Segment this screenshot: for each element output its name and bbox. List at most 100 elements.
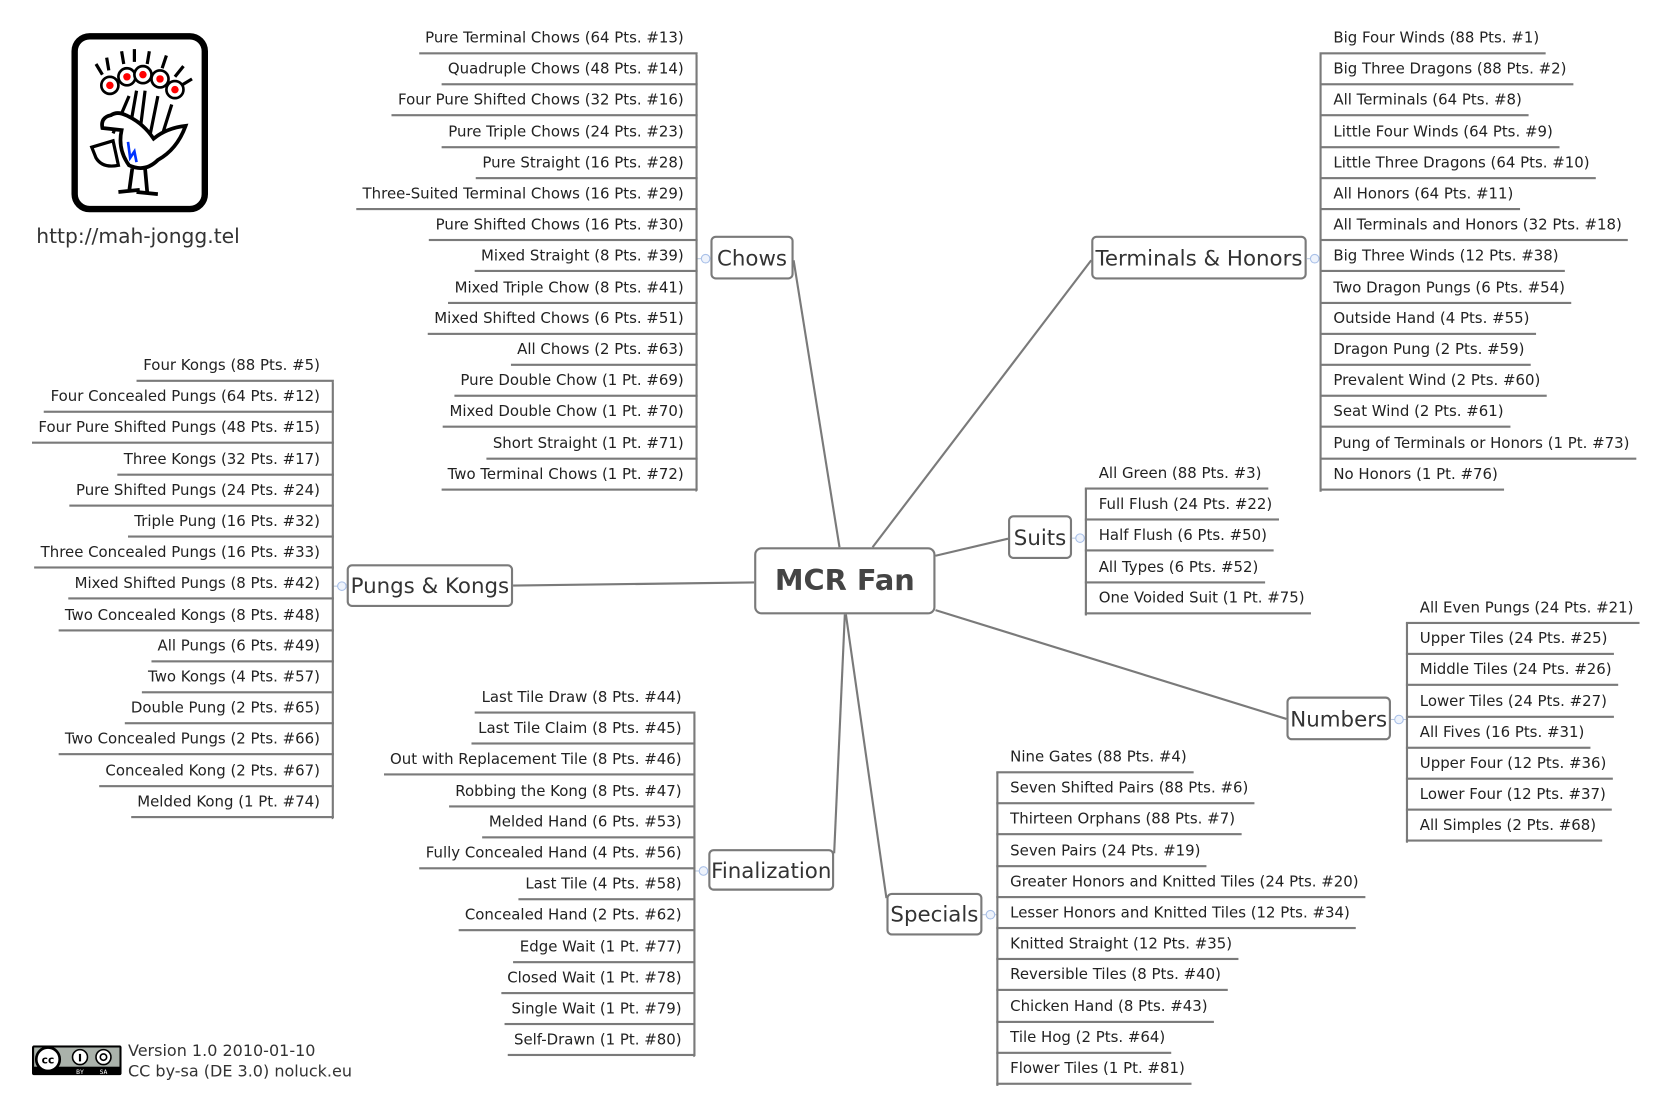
list-item[interactable]: Reversible Tiles (8 Pts. #40) [996,963,1228,992]
list-item[interactable]: Greater Honors and Knitted Tiles (24 Pts… [996,869,1365,898]
list-item[interactable]: Mixed Double Chow (1 Pt. #70) [443,399,698,429]
list-item[interactable]: Big Three Winds (12 Pts. #38) [1319,244,1566,273]
list-item[interactable]: Two Dragon Pungs (6 Pts. #54) [1319,275,1572,304]
list-item[interactable]: Two Kongs (4 Pts. #57) [141,665,334,694]
list-item[interactable]: Last Tile (4 Pts. #58) [518,872,696,901]
list-item[interactable]: Mixed Shifted Chows (6 Pts. #51) [427,306,698,335]
list-item[interactable]: Concealed Hand (2 Pts. #62) [458,903,696,932]
list-item[interactable]: Robbing the Kong (8 Pts. #47) [448,778,696,808]
list-item[interactable]: All Green (88 Pts. #3) [1084,461,1268,490]
list-item[interactable]: Middle Tiles (24 Pts. #26) [1405,658,1618,687]
list-item[interactable]: All Fives (16 Pts. #31) [1405,720,1591,749]
list-item[interactable]: Pure Terminal Chows (64 Pts. #13) [418,26,698,55]
list-item[interactable]: Last Tile Claim (8 Pts. #45) [471,716,696,745]
list-item[interactable]: Nine Gates (88 Pts. #4) [996,745,1194,774]
list-item[interactable]: Upper Tiles (24 Pts. #25) [1405,626,1614,656]
list-item[interactable]: Four Pure Shifted Chows (32 Pts. #16) [391,88,698,117]
list-item[interactable]: Two Concealed Kongs (8 Pts. #48) [58,602,334,632]
list-item[interactable]: All Even Pungs (24 Pts. #21) [1405,595,1640,625]
list-item[interactable]: Prevalent Wind (2 Pts. #60) [1319,368,1547,398]
license-info: Version 1.0 2010-01-10 CC by-sa (DE 3.0)… [128,1041,352,1082]
list-item[interactable]: Melded Kong (1 Pt. #74) [130,789,334,818]
branch-node-suits[interactable]: Suits [1008,515,1073,559]
list-item[interactable]: Pure Straight (16 Pts. #28) [476,150,698,179]
list-item[interactable]: Four Pure Shifted Pungs (48 Pts. #15) [32,415,334,445]
list-item[interactable]: Knitted Straight (12 Pts. #35) [996,931,1239,961]
website-link[interactable]: http://mah-jongg.tel [36,225,240,249]
branch-node-numbers[interactable]: Numbers [1286,696,1391,741]
list-item[interactable]: Melded Hand (6 Pts. #53) [482,809,696,839]
list-item[interactable]: Upper Four (12 Pts. #36) [1405,751,1613,780]
list-item[interactable]: Short Straight (1 Pt. #71) [486,431,698,460]
list-item[interactable]: Pure Double Chow (1 Pt. #69) [453,368,698,398]
list-item[interactable]: Little Three Dragons (64 Pts. #10) [1319,150,1597,179]
list-item[interactable]: All Chows (2 Pts. #63) [510,337,698,366]
list-item[interactable]: Closed Wait (1 Pt. #78) [500,965,696,994]
list-item[interactable]: All Terminals and Honors (32 Pts. #18) [1319,212,1629,242]
list-item[interactable]: Fully Concealed Hand (4 Pts. #56) [419,841,696,870]
list-item[interactable]: Three Kongs (32 Pts. #17) [117,447,334,476]
list-item[interactable]: Chicken Hand (8 Pts. #43) [996,994,1214,1023]
list-item[interactable]: Dragon Pung (2 Pts. #59) [1319,337,1531,366]
branch-node-finalization[interactable]: Finalization [708,849,835,891]
list-item[interactable]: Seven Pairs (24 Pts. #19) [996,838,1207,867]
list-item[interactable]: Half Flush (6 Pts. #50) [1084,523,1274,552]
list-item[interactable]: All Honors (64 Pts. #11) [1319,181,1520,211]
list-item[interactable]: No Honors (1 Pt. #76) [1319,462,1505,491]
branch-node-specials[interactable]: Specials [886,892,983,936]
list-item[interactable]: Four Concealed Pungs (64 Pts. #12) [44,384,334,414]
list-item[interactable]: Pung of Terminals or Honors (1 Pt. #73) [1319,431,1636,460]
list-item[interactable]: Four Kongs (88 Pts. #5) [136,353,334,382]
list-item[interactable]: Three Concealed Pungs (16 Pts. #33) [34,540,334,569]
list-item[interactable]: Concealed Kong (2 Pts. #67) [99,758,334,787]
list-item[interactable]: Self-Drawn (1 Pt. #80) [507,1027,696,1057]
list-item[interactable]: Lower Four (12 Pts. #37) [1405,782,1613,811]
list-item[interactable]: Full Flush (24 Pts. #22) [1084,492,1279,521]
list-item[interactable]: Big Four Winds (88 Pts. #1) [1319,26,1546,55]
list-item[interactable]: Two Terminal Chows (1 Pt. #72) [441,462,698,491]
list-item[interactable]: Seven Shifted Pairs (88 Pts. #6) [996,776,1255,805]
list-item[interactable]: Triple Pung (16 Pts. #32) [127,509,334,538]
list-item[interactable]: Pure Shifted Pungs (24 Pts. #24) [69,478,334,507]
edge-center-to-suits [935,537,1009,557]
cc-by-label: BY [76,1068,84,1075]
list-item[interactable]: Out with Replacement Tile (8 Pts. #46) [383,747,696,776]
list-item[interactable]: Pure Shifted Chows (16 Pts. #30) [429,212,698,242]
collapse-toggle-icon[interactable] [1309,253,1320,263]
list-item[interactable]: Outside Hand (4 Pts. #55) [1319,306,1536,335]
list-item[interactable]: Single Wait (1 Pt. #79) [505,996,696,1026]
collapse-toggle-icon[interactable] [1394,714,1404,724]
central-node[interactable]: MCR Fan [754,547,936,615]
list-item[interactable]: Big Three Dragons (88 Pts. #2) [1319,57,1573,86]
list-item[interactable]: All Types (6 Pts. #52) [1084,554,1265,584]
list-item[interactable]: One Voided Suit (1 Pt. #75) [1084,585,1311,615]
list-item[interactable]: Mixed Shifted Pungs (8 Pts. #42) [68,571,334,600]
list-item[interactable]: Little Four Winds (64 Pts. #9) [1319,119,1560,148]
branch-node-pungs-kongs[interactable]: Pungs & Kongs [346,564,514,607]
list-item[interactable]: Edge Wait (1 Pt. #77) [513,934,696,963]
branch-node-terminals-honors[interactable]: Terminals & Honors [1091,235,1307,280]
list-item[interactable]: Double Pung (2 Pts. #65) [124,696,334,725]
branch-node-chows[interactable]: Chows [710,235,794,280]
list-item[interactable]: Tile Hog (2 Pts. #64) [996,1025,1172,1054]
list-item[interactable]: All Terminals (64 Pts. #8) [1319,88,1529,117]
collapse-toggle-icon[interactable] [985,909,996,920]
list-item[interactable]: All Pungs (6 Pts. #49) [151,633,334,663]
collapse-toggle-icon[interactable] [337,581,347,591]
list-item[interactable]: Mixed Triple Chow (8 Pts. #41) [448,275,698,304]
list-item[interactable]: Two Concealed Pungs (2 Pts. #66) [58,727,334,756]
list-item[interactable]: Seat Wind (2 Pts. #61) [1319,399,1511,429]
collapse-toggle-icon[interactable] [698,865,709,876]
list-item[interactable]: Three-Suited Terminal Chows (16 Pts. #29… [356,181,698,211]
list-item[interactable]: Lesser Honors and Knitted Tiles (12 Pts.… [996,900,1357,930]
list-item[interactable]: Quadruple Chows (48 Pts. #14) [441,57,698,86]
list-item[interactable]: Flower Tiles (1 Pt. #81) [996,1056,1192,1085]
list-item[interactable]: Mixed Straight (8 Pts. #39) [474,244,698,273]
collapse-toggle-icon[interactable] [1075,532,1085,543]
collapse-toggle-icon[interactable] [700,253,711,263]
list-item[interactable]: Pure Triple Chows (24 Pts. #23) [441,119,698,148]
list-item[interactable]: All Simples (2 Pts. #68) [1405,813,1603,843]
list-item[interactable]: Lower Tiles (24 Pts. #27) [1405,689,1614,718]
list-item[interactable]: Last Tile Draw (8 Pts. #44) [475,685,696,714]
list-item[interactable]: Thirteen Orphans (88 Pts. #7) [996,807,1242,836]
